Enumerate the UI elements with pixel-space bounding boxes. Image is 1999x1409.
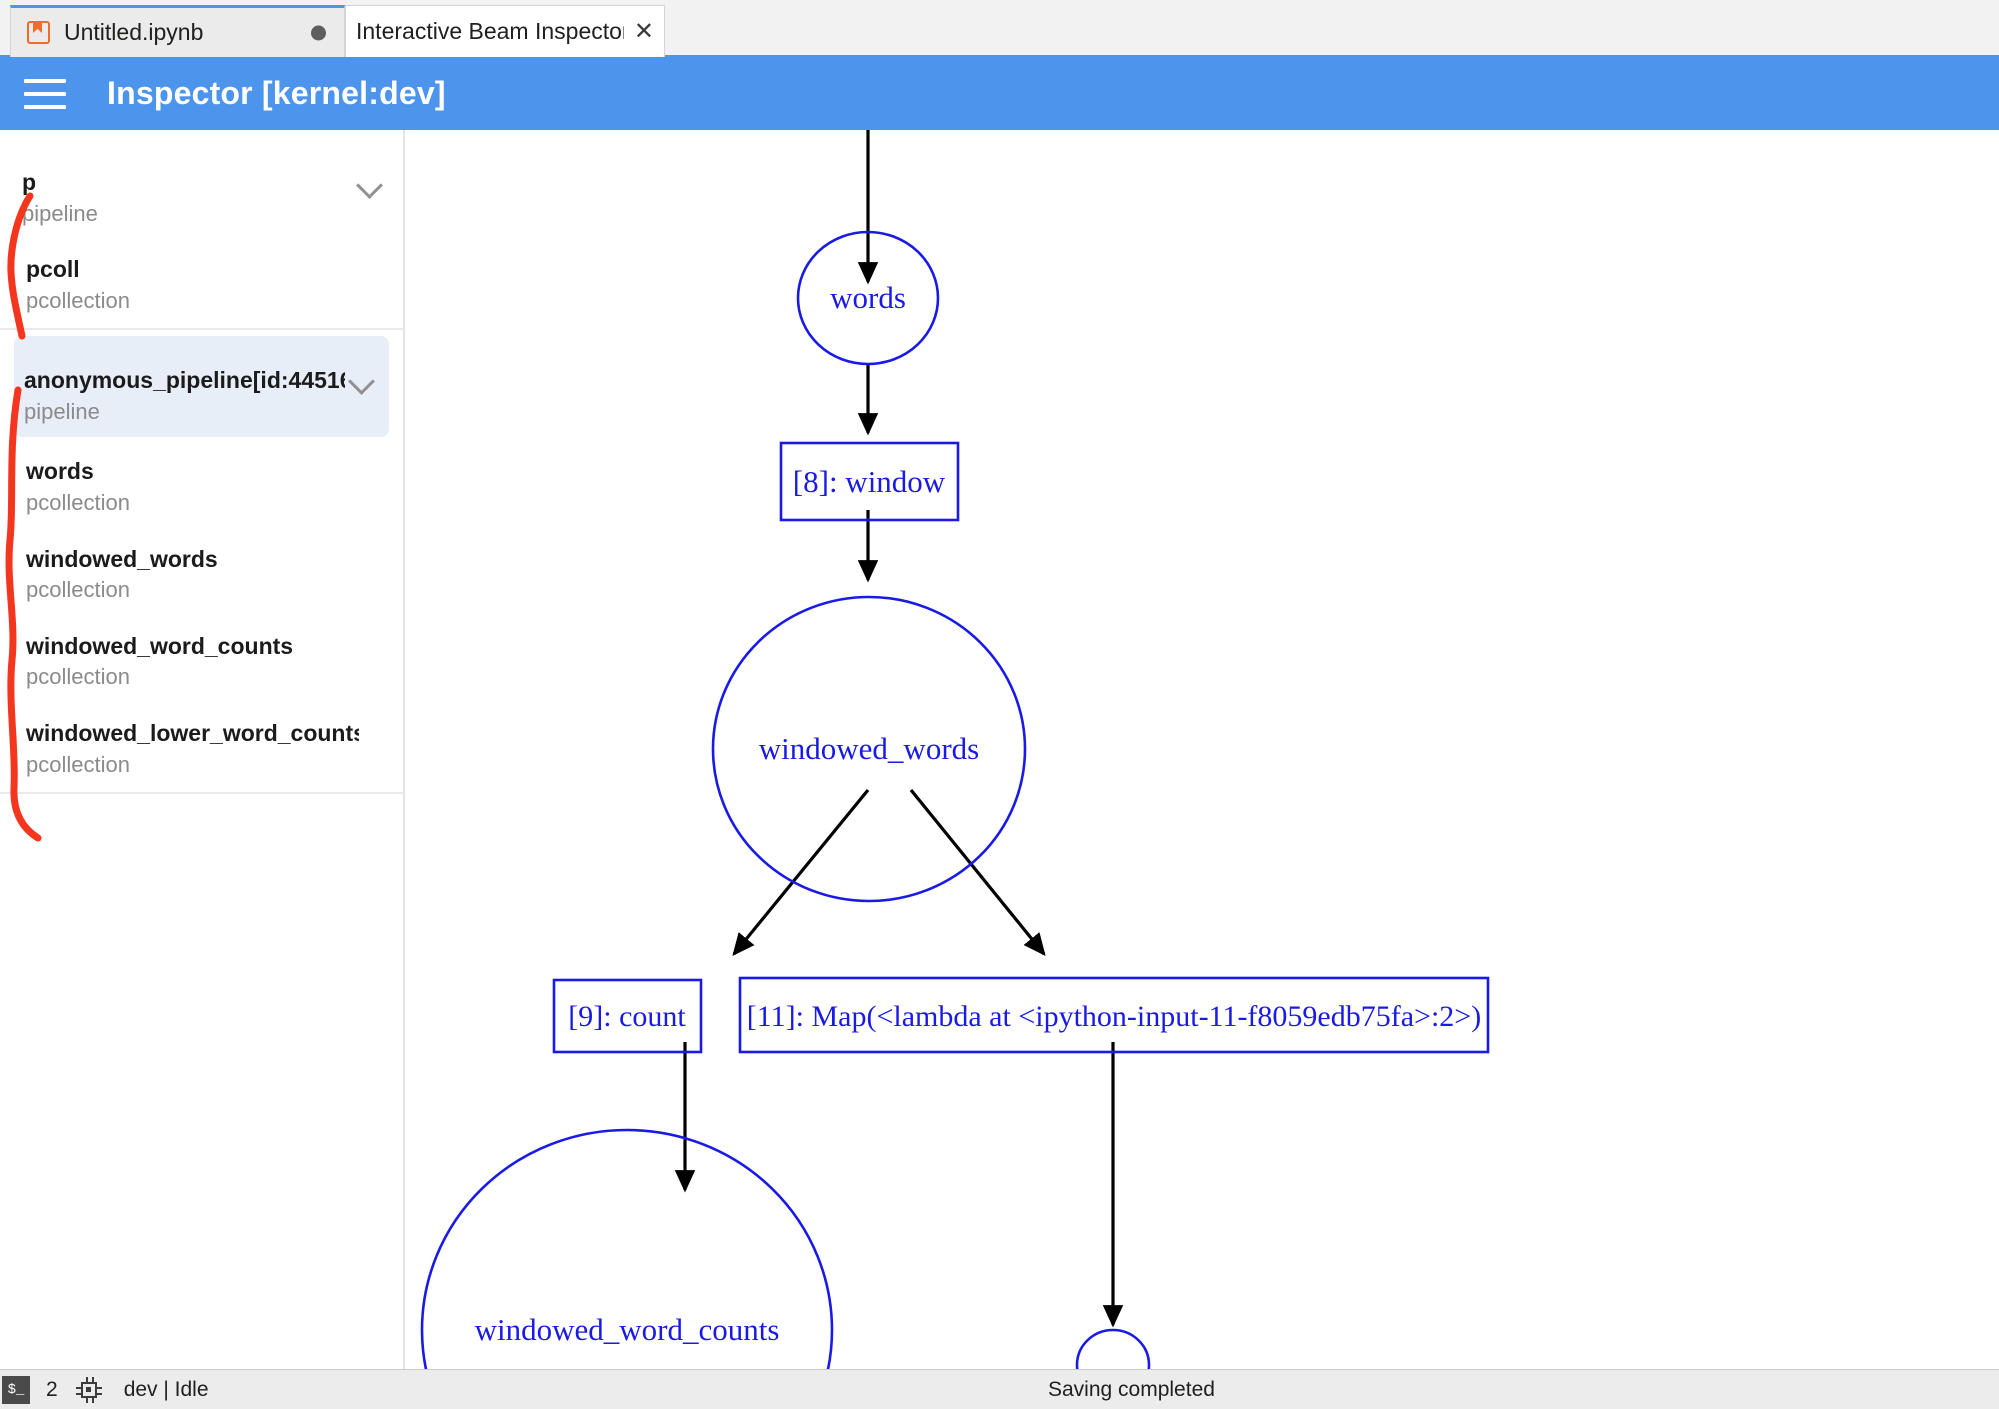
close-icon[interactable]: ✕: [633, 17, 654, 45]
sidebar-item-label: windowed_words: [26, 545, 218, 572]
status-bar: $_ 2 dev | Idle Saving completed: [0, 1369, 1999, 1409]
graph-node-small-pcoll[interactable]: [1075, 1328, 1151, 1370]
sidebar-item-type: pcollection: [26, 287, 130, 313]
sidebar-item-label: windowed_lower_word_counts: [26, 719, 359, 746]
sidebar-item-label: pcoll: [26, 256, 80, 283]
graph-node-count[interactable]: [552, 978, 703, 1054]
graph-label-count: [9]: count: [568, 1000, 686, 1033]
sidebar-item-label: anonymous_pipeline[id:44516…: [24, 367, 345, 394]
sidebar-item-windowed-word-counts[interactable]: windowed_word_counts pcollection: [0, 618, 403, 705]
graph-label-window: [8]: window: [793, 464, 946, 499]
chevron-down-icon[interactable]: [349, 372, 375, 387]
sidebar-item-windowed-lower-word-counts[interactable]: windowed_lower_word_counts pcollection: [0, 705, 403, 792]
notebook-icon: [27, 21, 50, 44]
graph-label-map: [11]: Map(<lambda at <ipython-input-11-f…: [747, 1000, 1481, 1033]
sidebar-item-label: windowed_word_counts: [26, 632, 294, 659]
graph-node-windowed-words[interactable]: [711, 595, 1027, 903]
terminal-count: 2: [46, 1377, 58, 1401]
sidebar-item-label: words: [26, 458, 94, 485]
page-title: Inspector [kernel:dev]: [107, 75, 446, 111]
sidebar-item-pcoll[interactable]: pcoll pcollection: [0, 241, 403, 328]
chevron-down-icon[interactable]: [357, 176, 383, 191]
tab-bar: Untitled.ipynb Interactive Beam Inspecto…: [0, 0, 1999, 57]
graph-node-windowed-word-counts[interactable]: [420, 1128, 834, 1370]
sidebar-item-windowed-words[interactable]: windowed_words pcollection: [0, 531, 403, 618]
sidebar-item-words[interactable]: words pcollection: [0, 443, 403, 530]
chip-icon[interactable]: [75, 1376, 102, 1403]
graph-nodes[interactable]: [420, 230, 1490, 1370]
sidebar-item-type: pcollection: [26, 490, 130, 516]
saving-status-label: Saving completed: [1048, 1377, 1215, 1401]
pipeline-graph-svg[interactable]: words [8]: window windowed_words [9]: co…: [407, 130, 1999, 1370]
inspectables-sidebar: p pipeline pcoll pcollection anonymous_p…: [0, 130, 405, 1370]
sidebar-item-anonymous-pipeline[interactable]: anonymous_pipeline[id:44516… pipeline: [14, 336, 389, 438]
sidebar-item-type: pipeline: [24, 399, 100, 425]
sidebar-item-type: pcollection: [26, 664, 130, 690]
sidebar-section-pipeline-p: p pipeline pcoll pcollection: [0, 154, 403, 331]
sidebar-item-type: pipeline: [22, 200, 98, 226]
kernel-status-label[interactable]: dev | Idle: [123, 1377, 209, 1401]
tab-label: Untitled.ipynb: [64, 19, 204, 45]
pipeline-graph-panel[interactable]: words [8]: window windowed_words [9]: co…: [407, 130, 1999, 1370]
inspector-header: Inspector [kernel:dev]: [0, 57, 1999, 130]
graph-label-windowed-words: windowed_words: [759, 731, 979, 766]
tab-interactive-beam-inspector[interactable]: Interactive Beam Inspector ✕: [345, 5, 665, 57]
tab-label: Interactive Beam Inspector: [356, 18, 624, 44]
graph-node-words[interactable]: [796, 230, 940, 366]
graph-node-window[interactable]: [779, 441, 960, 522]
graph-edges: [674, 130, 1124, 1328]
sidebar-section-anonymous-pipeline: anonymous_pipeline[id:44516… pipeline wo…: [0, 336, 403, 794]
sidebar-item-p[interactable]: p pipeline: [0, 154, 403, 241]
unsaved-indicator-dot[interactable]: [311, 25, 326, 40]
sidebar-item-type: pcollection: [26, 751, 130, 777]
hamburger-icon[interactable]: [24, 78, 66, 109]
sidebar-item-label: p: [22, 169, 37, 195]
graph-node-map[interactable]: [738, 976, 1490, 1054]
graph-node-labels: words [8]: window windowed_words [9]: co…: [475, 280, 1482, 1347]
tab-untitled-notebook[interactable]: Untitled.ipynb: [10, 5, 345, 57]
graph-label-windowed-word-counts: windowed_word_counts: [475, 1312, 780, 1347]
sidebar-top-spacer: [0, 130, 403, 154]
graph-label-words: words: [830, 280, 906, 315]
terminal-icon[interactable]: $_: [2, 1375, 30, 1404]
sidebar-item-type: pcollection: [26, 577, 130, 603]
